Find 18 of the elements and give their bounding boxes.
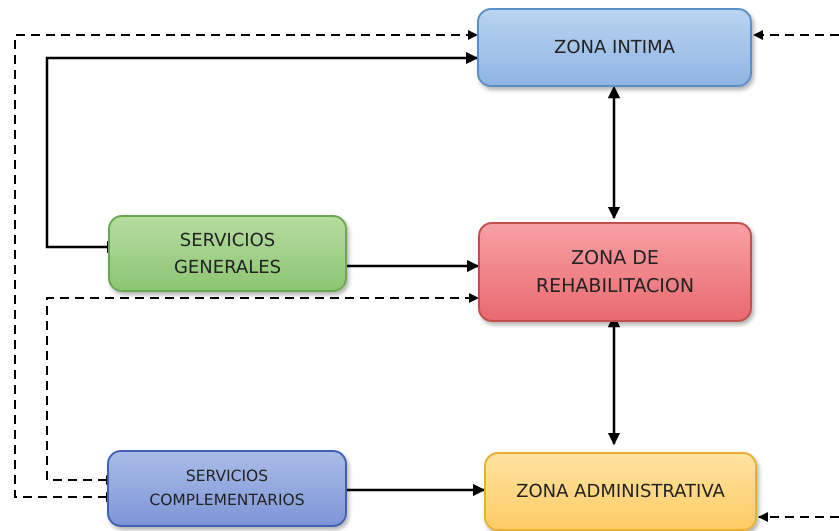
connector-arrow	[14, 30, 478, 502]
zone-label: SERVICIOS COMPLEMENTARIOS	[148, 466, 306, 510]
zone-box	[478, 222, 752, 322]
zone-box	[484, 452, 757, 531]
zone-box	[477, 8, 752, 87]
connector-arrow	[608, 86, 620, 220]
zone-label: SERVICIOS GENERALES	[172, 228, 282, 280]
zone-label: ZONA INTIMA	[553, 36, 676, 60]
connector-arrow	[753, 30, 839, 40]
connector-arrow	[758, 512, 839, 522]
zone-label: ZONA DE REHABILITACION	[534, 246, 696, 299]
connector-arrow	[347, 260, 480, 272]
connector-arrow	[46, 293, 479, 485]
connector-arrow	[46, 52, 478, 254]
zone-box	[108, 215, 347, 292]
zone-box	[107, 450, 347, 527]
zone-label: ZONA ADMINISTRATIVA	[515, 480, 726, 504]
connector-arrow	[347, 484, 486, 496]
